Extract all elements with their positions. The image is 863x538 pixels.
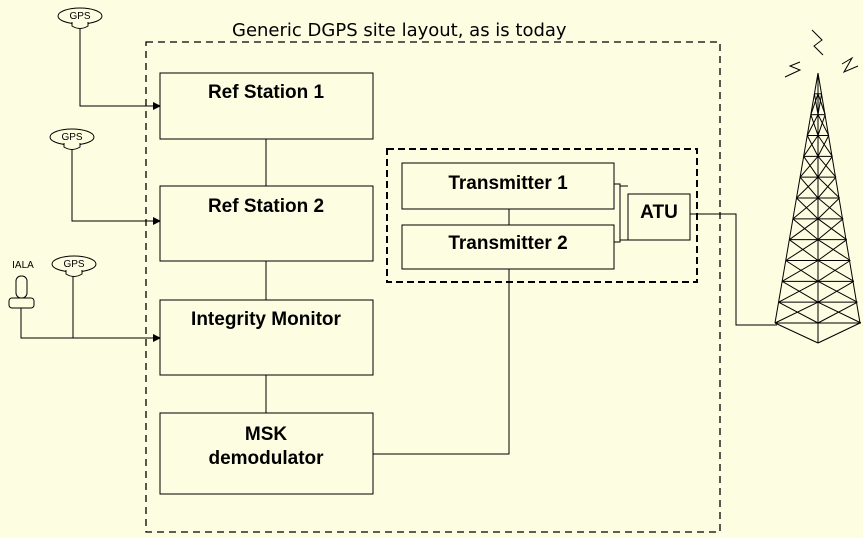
tower-brace <box>817 176 840 199</box>
diagram-title: Generic DGPS site layout, as is today <box>232 20 567 41</box>
gps-1-label: GPS <box>69 11 90 22</box>
tower-brace <box>817 197 840 220</box>
tower-brace <box>806 114 819 136</box>
tower-brace <box>817 301 862 324</box>
tower-brace <box>803 156 819 178</box>
tower-brace <box>803 135 819 157</box>
atu-box <box>627 193 691 241</box>
gps-3-label: GPS <box>63 259 84 270</box>
tower-brace <box>796 176 819 199</box>
tx1-to-atu-line <box>614 183 628 187</box>
iala-label: IALA <box>12 260 34 271</box>
atu-label: ATU <box>640 202 678 223</box>
tower-brace <box>817 239 847 261</box>
tx2-to-atu-line <box>614 239 628 243</box>
tower-brace <box>817 176 837 199</box>
tower-brace <box>817 260 851 282</box>
atu-to-tower-line <box>690 213 777 326</box>
iala-to-integrity-line <box>20 312 160 339</box>
gps1-to-ref1-line <box>79 26 160 107</box>
tower-brace <box>817 156 833 178</box>
tower-brace <box>817 93 823 115</box>
tower-brace <box>774 301 819 324</box>
integrity-monitor-label: Integrity Monitor <box>191 309 341 330</box>
tower-brace <box>817 135 833 157</box>
tower-brace <box>781 280 819 303</box>
arrow-ref1 <box>153 102 161 110</box>
msk-label-line2: demodulator <box>208 448 324 469</box>
tower-brace <box>785 239 819 261</box>
tower-brace <box>810 114 819 136</box>
tower-brace <box>792 197 819 220</box>
iala-antenna-icon: IALA <box>8 260 35 313</box>
ref-station-1-box <box>159 72 374 140</box>
tower-brace <box>817 301 858 324</box>
tower-brace <box>817 197 844 220</box>
tower-brace <box>792 218 819 241</box>
gps-2-label: GPS <box>61 132 82 143</box>
tower-brace <box>796 197 819 220</box>
gps2-to-ref2-line <box>71 149 160 222</box>
gps-antenna-2-icon: GPS <box>49 128 95 150</box>
msk-to-transmitter-line <box>373 269 510 455</box>
tower-brace <box>817 114 826 136</box>
tower-brace <box>817 135 830 157</box>
tower-brace <box>789 218 819 241</box>
site-boundary <box>145 41 721 533</box>
ref-station-1-label: Ref Station 1 <box>208 82 325 103</box>
signal-bolt-top <box>811 29 824 56</box>
signal-bolt-left <box>784 61 802 78</box>
connector-lines <box>20 26 777 455</box>
tower-brace <box>817 114 830 136</box>
tower-brace <box>817 260 855 282</box>
tower-brace <box>817 218 844 241</box>
radio-tower-icon <box>774 29 862 344</box>
tower-brace <box>817 239 851 261</box>
msk-label-line1: MSK <box>245 424 288 445</box>
tower-brace <box>778 280 819 303</box>
arrow-ref2 <box>153 217 161 225</box>
tower-brace <box>785 260 819 282</box>
tower-brace <box>781 260 819 282</box>
tower-brace <box>817 218 847 241</box>
ref-station-2-box <box>159 185 374 262</box>
transmitter-group-boundary <box>386 148 698 283</box>
tower-brace <box>813 93 819 115</box>
tower-brace <box>799 156 819 178</box>
tower-brace <box>806 135 819 157</box>
tower-brace <box>817 93 826 115</box>
tower-brace <box>799 176 819 199</box>
tower-brace <box>789 239 819 261</box>
arrowheads <box>153 102 161 342</box>
ref-station-2-label: Ref Station 2 <box>208 196 324 217</box>
tower-brace <box>817 280 855 303</box>
transmitter-2-box <box>401 224 615 270</box>
signal-bolt-right <box>841 56 859 74</box>
transmitter-1-label: Transmitter 1 <box>448 173 568 194</box>
tower-brace <box>817 280 858 303</box>
tower-brace <box>817 156 837 178</box>
transmitter-1-box <box>401 162 615 210</box>
transmitter-2-label: Transmitter 2 <box>448 233 567 254</box>
tower-brace <box>778 301 819 324</box>
integrity-monitor-box <box>159 299 374 376</box>
gps-antenna-3-icon: GPS <box>51 255 97 277</box>
gps-antenna-1-icon: GPS <box>57 7 103 29</box>
tower-brace <box>810 93 819 115</box>
arrow-integrity <box>153 334 161 342</box>
msk-demodulator-box <box>159 412 374 495</box>
